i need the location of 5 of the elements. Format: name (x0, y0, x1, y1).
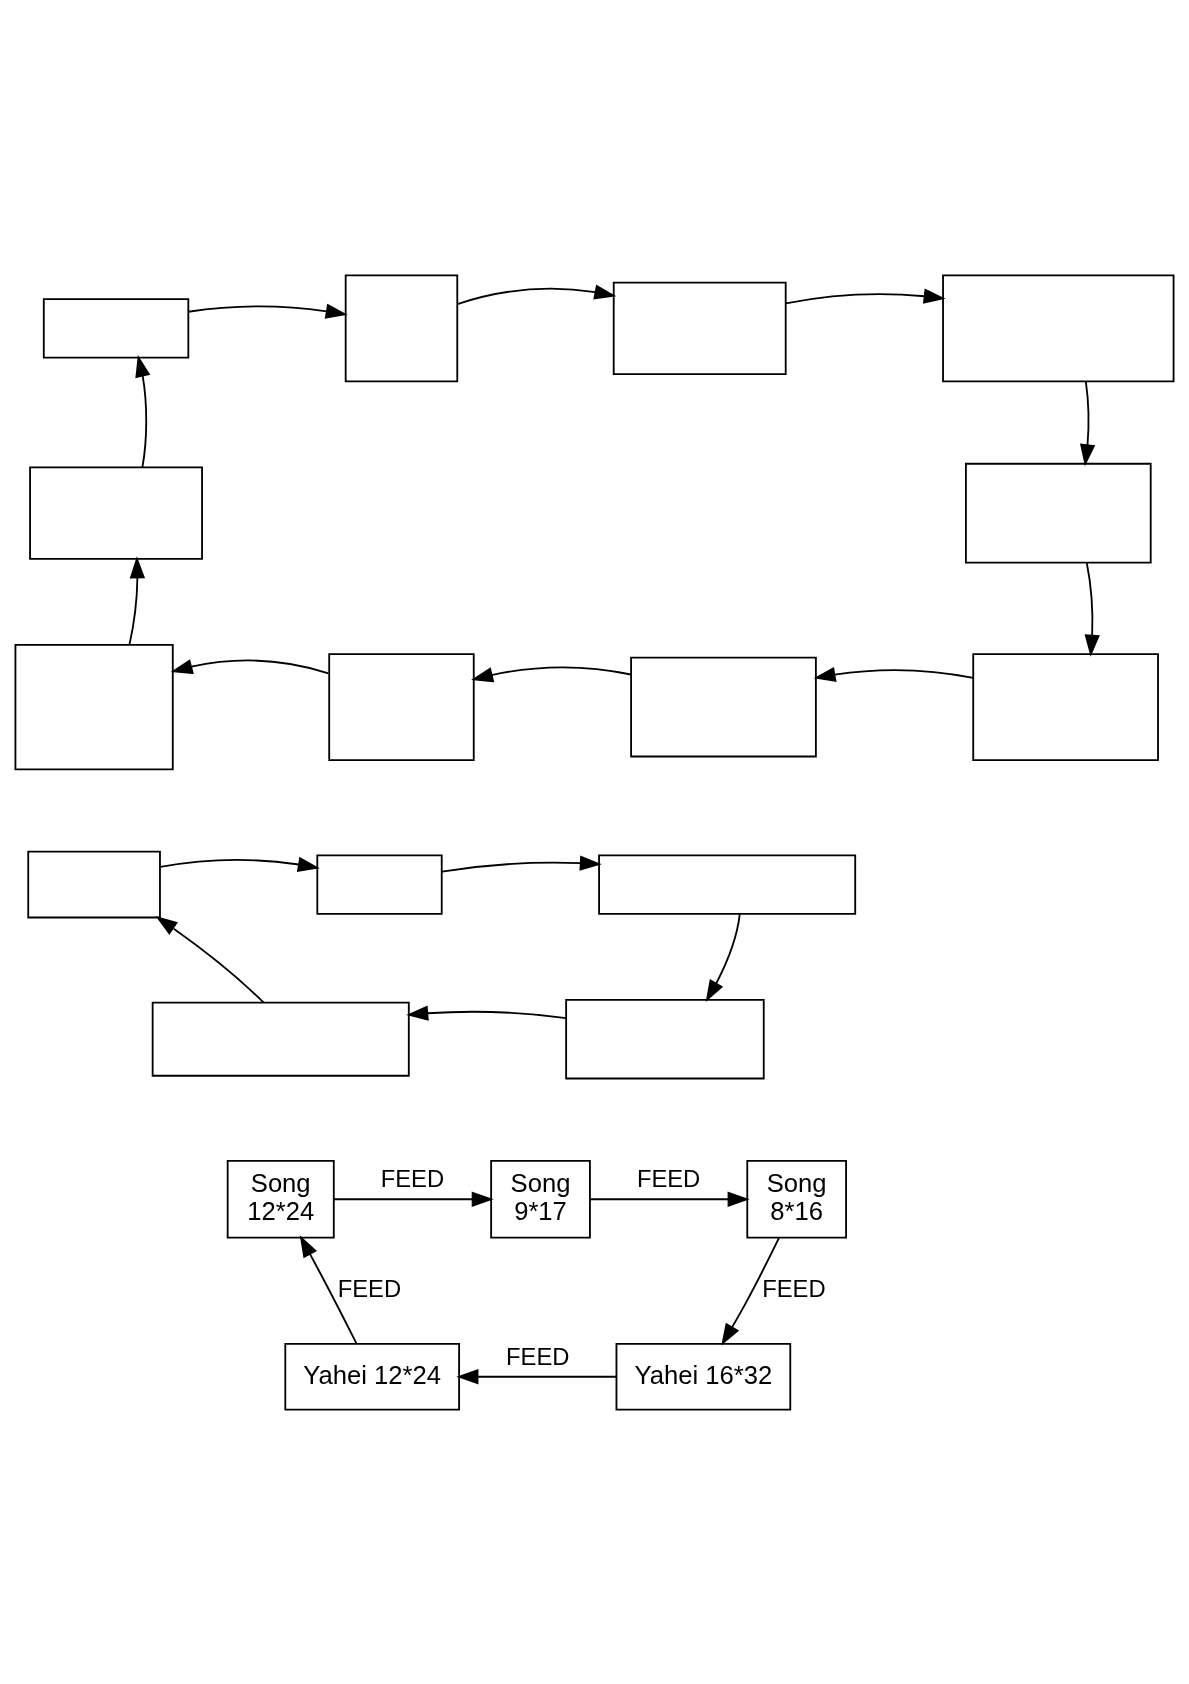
edge-label: FEED (337, 1274, 402, 1302)
edge-label: FEED (380, 1164, 445, 1192)
edge-label: FEED (506, 1342, 570, 1370)
edge-label: FEED (636, 1164, 701, 1192)
edge-label: FEED (762, 1274, 826, 1302)
